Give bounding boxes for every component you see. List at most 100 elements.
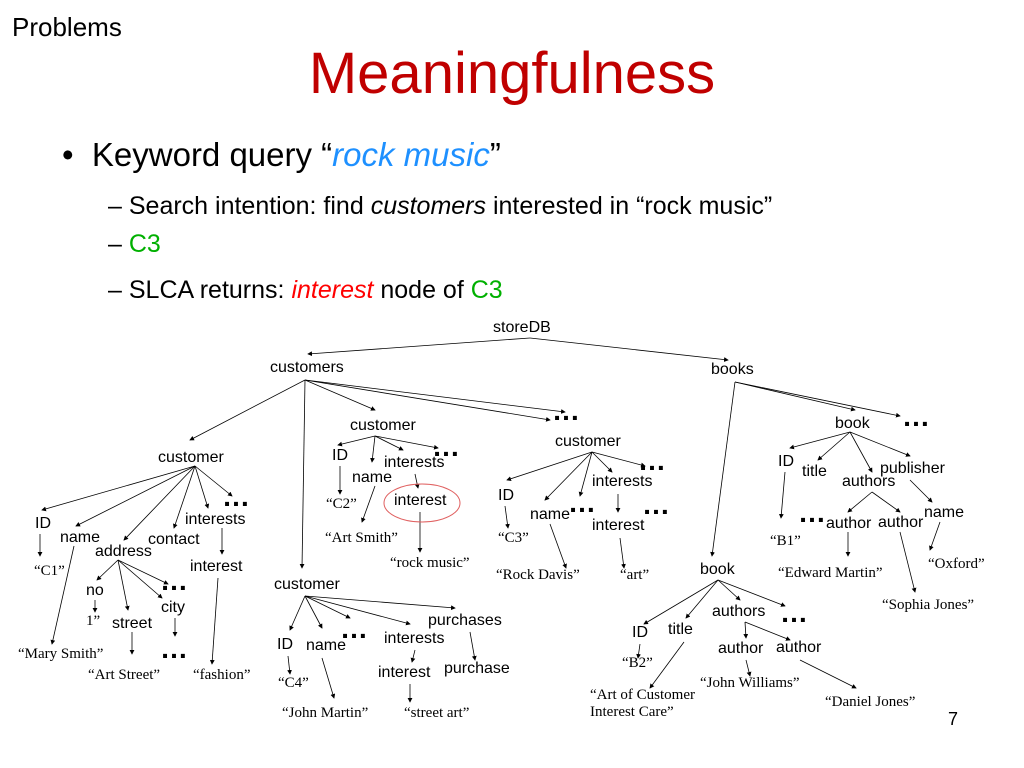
bullet-prefix: Keyword query “ bbox=[91, 136, 333, 173]
b2-title: title bbox=[668, 621, 693, 638]
c4-ellipsis: … bbox=[340, 613, 368, 644]
c4-purchases: purchases bbox=[428, 612, 502, 629]
b1-book: book bbox=[835, 415, 870, 432]
bullet-suffix: ” bbox=[489, 136, 501, 173]
c1-address-ellipsis: … bbox=[160, 565, 188, 596]
dash: – bbox=[108, 230, 129, 258]
bullet-keyword-query: • Keyword query “rock music” bbox=[62, 136, 501, 174]
c2-id: ID bbox=[332, 447, 348, 464]
c4-interest-value: “street art” bbox=[404, 705, 470, 721]
c3-name-value: “Rock Davis” bbox=[496, 567, 580, 583]
c1-contact: contact bbox=[148, 531, 200, 548]
c1-no-value: 1” bbox=[86, 613, 101, 629]
b2-id: ID bbox=[632, 624, 648, 641]
c2-interests-ellipsis: … bbox=[432, 431, 460, 462]
b2-author-1-value: “John Williams” bbox=[700, 675, 800, 691]
c4-purchase: purchase bbox=[444, 660, 510, 677]
c1-id-value: “C1” bbox=[34, 564, 65, 579]
b1-id: ID bbox=[778, 453, 794, 470]
c3-interests-ellipsis: … bbox=[642, 489, 670, 520]
c1-interests: interests bbox=[185, 511, 246, 528]
sub-bullet-intention: – Search intention: find customers inter… bbox=[108, 192, 772, 221]
b2-id-value: “B2” bbox=[622, 655, 653, 671]
c1-address: address bbox=[95, 543, 152, 560]
c4-name: name bbox=[306, 637, 347, 654]
c1-interest: interest bbox=[190, 558, 243, 575]
node-books: books bbox=[711, 361, 754, 378]
c4-customer: customer bbox=[274, 576, 340, 593]
b1-author-1: author bbox=[826, 515, 872, 532]
b2-authors: authors bbox=[712, 603, 766, 620]
c3-label: C3 bbox=[470, 276, 503, 304]
c1-street-value: “Art Street” bbox=[88, 667, 161, 683]
c3-name: name bbox=[530, 506, 571, 523]
sub-bullet-slca: – SLCA returns: interest node of C3 bbox=[108, 276, 503, 305]
c2-customer: customer bbox=[350, 417, 416, 434]
c3-name-ellipsis: … bbox=[568, 487, 596, 518]
c1-interests-ellipsis: … bbox=[222, 481, 250, 512]
highlight-ellipse bbox=[383, 483, 461, 523]
b1-id-value: “B1” bbox=[770, 533, 801, 549]
c4-interests: interests bbox=[384, 630, 445, 647]
c3-id: ID bbox=[498, 487, 514, 504]
c1-id-value-sub: 1 bbox=[50, 563, 59, 579]
b1-authors-ellipsis: … bbox=[798, 497, 826, 528]
c2-id-value: “C2” bbox=[326, 496, 357, 512]
customers-ellipsis: … bbox=[552, 395, 580, 426]
interest-emph: interest bbox=[291, 276, 374, 304]
c3-customer: customer bbox=[555, 433, 621, 450]
b2-authors-ellipsis: … bbox=[780, 597, 808, 628]
c3-label: C3 bbox=[128, 230, 161, 258]
node-storedb: storeDB bbox=[493, 319, 551, 336]
c3-id-value: “C3” bbox=[498, 530, 529, 546]
sub-bullet-intention-line2: – C3 bbox=[108, 230, 161, 259]
c4-name-value: “John Martin” bbox=[282, 705, 369, 721]
c3-interests: interests bbox=[592, 473, 653, 490]
c1-city-ellipsis: … bbox=[160, 633, 188, 664]
c3-interest: interest bbox=[592, 517, 645, 534]
books-ellipsis: … bbox=[902, 401, 930, 432]
b2-title-value-2: Interest Care” bbox=[590, 704, 674, 720]
c1-interest-value: “fashion” bbox=[193, 667, 251, 683]
bullet-marker: • bbox=[62, 136, 92, 173]
c1-id: ID bbox=[35, 515, 51, 532]
c3-ellipsis: … bbox=[638, 445, 666, 476]
c3-interest-value: “art” bbox=[620, 567, 650, 583]
section-label: Problems bbox=[12, 12, 122, 42]
query-text: rock music bbox=[332, 136, 490, 173]
b1-author-2-value: “Sophia Jones” bbox=[882, 597, 975, 613]
b1-name-value: “Oxford” bbox=[928, 556, 985, 572]
b1-publisher: publisher bbox=[880, 460, 945, 477]
c4-interest: interest bbox=[378, 664, 431, 681]
b1-authors: authors bbox=[842, 473, 896, 490]
c1-name: name bbox=[60, 529, 101, 546]
b2-author-2-value: “Daniel Jones” bbox=[825, 694, 916, 710]
dash: – bbox=[108, 276, 129, 304]
c2-interests: interests bbox=[384, 454, 445, 471]
b2-author-2: author bbox=[776, 639, 822, 656]
b1-name: name bbox=[924, 504, 965, 521]
b1-title: title bbox=[802, 463, 827, 480]
c4-id: ID bbox=[277, 636, 293, 653]
b1-author-1-value: “Edward Martin” bbox=[778, 565, 883, 581]
c2-interest-value: “rock music” bbox=[390, 555, 470, 571]
c1-id-value-end: ” bbox=[58, 563, 65, 579]
b2-title-value-1: “Art of Customer bbox=[590, 687, 695, 703]
page-number: 7 bbox=[947, 709, 958, 729]
text: SLCA returns: bbox=[128, 276, 292, 304]
b2-book: book bbox=[700, 561, 735, 578]
b2-author-1: author bbox=[718, 640, 764, 657]
text: node of bbox=[373, 276, 471, 304]
c1-no: no bbox=[86, 582, 104, 599]
c1-id-value-text: “C bbox=[34, 563, 51, 579]
dash: – bbox=[108, 192, 129, 220]
c1-city: city bbox=[161, 599, 185, 616]
text: interested in “rock music” bbox=[486, 192, 773, 220]
c1-customer: customer bbox=[158, 449, 224, 466]
customers-emph: customers bbox=[370, 192, 486, 220]
c2-name: name bbox=[352, 469, 393, 486]
c2-interest: interest bbox=[394, 492, 447, 509]
c2-name-value: “Art Smith” bbox=[325, 530, 398, 546]
c1-street: street bbox=[112, 615, 153, 632]
